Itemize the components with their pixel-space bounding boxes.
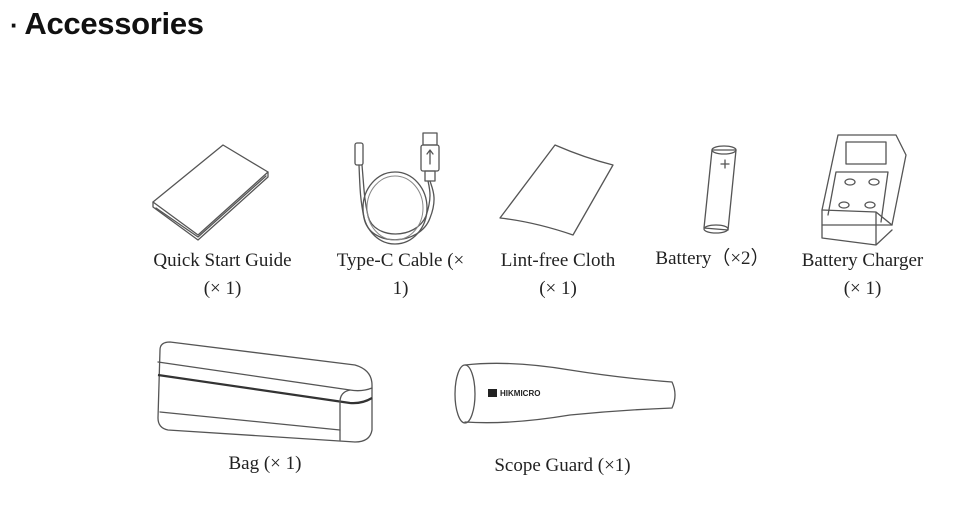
item-name: Battery（×2） xyxy=(655,248,770,269)
item-qty: 1) xyxy=(392,278,409,299)
battery-charger-icon xyxy=(821,134,907,246)
heading-bullet: · xyxy=(10,10,19,40)
booklet-icon xyxy=(152,144,269,241)
cloth-icon xyxy=(499,144,614,236)
item-qty: (× 1) xyxy=(843,278,882,299)
section-heading: ·Accessories xyxy=(10,6,204,42)
scope-guard-brand: HIKMICRO xyxy=(500,389,540,398)
item-name: Type-C Cable (× xyxy=(336,250,465,271)
item-qty: (× 1) xyxy=(203,278,242,299)
item-qty: (× 1) xyxy=(539,278,577,299)
item-name: Quick Start Guide xyxy=(153,250,292,271)
battery-icon xyxy=(703,145,737,234)
scope-guard-icon: HIKMICRO xyxy=(454,362,676,424)
usb-cable-icon xyxy=(354,132,440,245)
item-name: Battery Charger xyxy=(801,250,924,271)
bag-icon xyxy=(157,341,373,443)
item-name: Bag (× 1) xyxy=(228,453,302,474)
item-name: Scope Guard (×1) xyxy=(494,455,631,476)
heading-title: Accessories xyxy=(24,6,204,41)
item-name: Lint-free Cloth xyxy=(500,250,616,271)
